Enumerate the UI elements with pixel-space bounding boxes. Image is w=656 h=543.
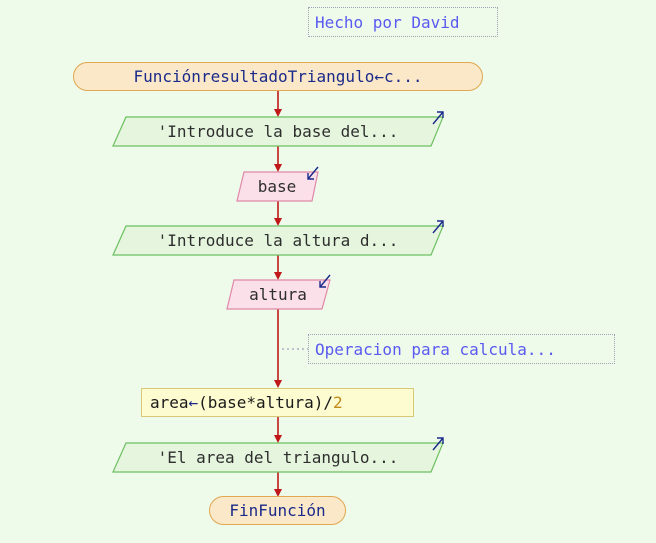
author-comment: Hecho por David xyxy=(308,7,498,37)
output1-label[interactable]: 'Introduce la base del... xyxy=(157,122,399,141)
process-box[interactable]: area ← (base*altura)/ 2 xyxy=(141,388,414,417)
calc-comment: Operacion para calcula... xyxy=(308,334,615,364)
input2-label[interactable]: altura xyxy=(249,285,307,304)
start-terminal[interactable]: Función resultadoTriangulo ← c... xyxy=(73,62,483,91)
author-comment-text: Hecho por David xyxy=(315,12,460,32)
start-rest: c... xyxy=(383,67,423,86)
start-function-name: resultadoTriangulo xyxy=(200,67,375,86)
start-assign-arrow: ← xyxy=(374,67,384,86)
end-label: FinFunción xyxy=(229,501,326,520)
input1-label[interactable]: base xyxy=(257,177,297,196)
output2-label[interactable]: 'Introduce la altura d... xyxy=(157,231,399,250)
output3-label[interactable]: 'El area del triangulo... xyxy=(157,448,399,467)
process-number: 2 xyxy=(333,393,343,412)
process-expression: (base*altura)/ xyxy=(198,393,334,412)
start-keyword: Función xyxy=(133,67,201,86)
calc-comment-text: Operacion para calcula... xyxy=(315,339,556,359)
end-terminal[interactable]: FinFunción xyxy=(209,496,346,525)
process-var: area xyxy=(150,393,189,412)
process-assign-arrow: ← xyxy=(188,393,199,412)
